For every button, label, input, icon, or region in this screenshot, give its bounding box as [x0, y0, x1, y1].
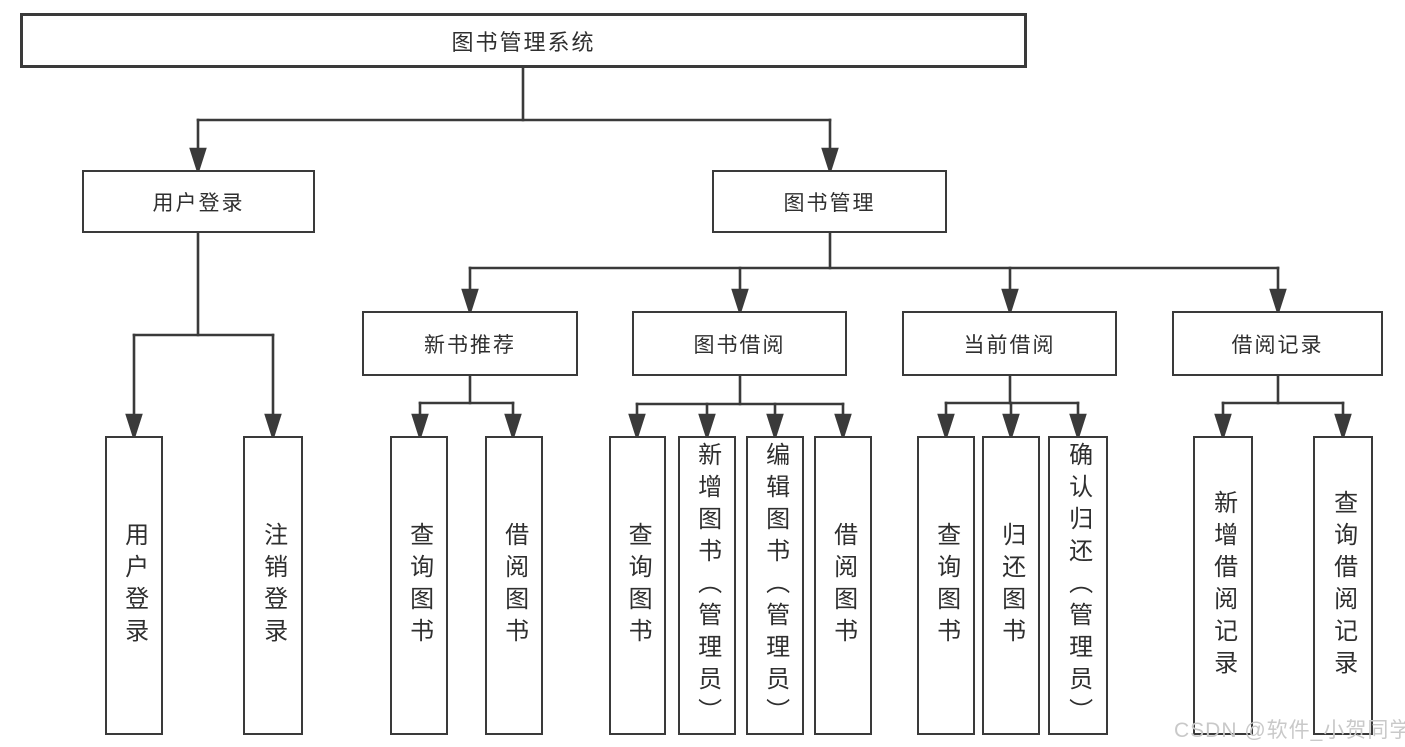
node-label: 编辑图书（管理员） [761, 441, 789, 730]
node-label: 图书借阅 [693, 333, 786, 357]
leaf-query-borrow-record: 查询借阅记录 [1313, 436, 1373, 735]
edge-root-to-level2 [189, 66, 839, 176]
node-label: 新增借阅记录 [1209, 489, 1237, 682]
leaf-query-books-recommend: 查询图书 [390, 436, 448, 735]
edge-bookmgmt-to-level3 [461, 231, 1287, 317]
node-label: 查询图书 [932, 521, 960, 650]
node-label: 新增图书（管理员） [693, 441, 721, 730]
node-label: 查询借阅记录 [1329, 489, 1357, 682]
leaf-confirm-return-admin: 确认归还（管理员） [1048, 436, 1108, 735]
leaf-add-borrow-record: 新增借阅记录 [1193, 436, 1253, 735]
node-label: 查询图书 [624, 521, 652, 650]
node-label: 用户登录 [152, 191, 245, 215]
node-label: 图书管理系统 [451, 29, 596, 55]
node-book-management: 图书管理 [712, 170, 947, 233]
node-label: 注销登录 [259, 521, 287, 650]
node-label: 当前借阅 [963, 333, 1056, 357]
node-new-book-recommend: 新书推荐 [362, 311, 578, 376]
edge-current-to-leaves [937, 374, 1087, 442]
edge-borrow-to-leaves [628, 374, 852, 442]
node-label: 归还图书 [997, 521, 1025, 650]
node-label: 确认归还（管理员） [1064, 441, 1092, 730]
edge-newbooks-to-leaves [411, 374, 522, 442]
node-label: 借阅图书 [829, 521, 857, 650]
node-label: 图书管理 [783, 191, 876, 215]
leaf-return-books: 归还图书 [982, 436, 1040, 735]
csdn-watermark: CSDN @软件_小贺同学 [1174, 719, 1405, 742]
leaf-logout: 注销登录 [243, 436, 303, 735]
node-label: 用户登录 [120, 521, 148, 650]
edge-records-to-leaves [1214, 374, 1352, 442]
node-borrow-records: 借阅记录 [1172, 311, 1383, 376]
leaf-query-books-current: 查询图书 [917, 436, 975, 735]
leaf-user-login: 用户登录 [105, 436, 163, 735]
node-label: 查询图书 [405, 521, 433, 650]
node-label: 新书推荐 [424, 333, 516, 357]
leaf-edit-books-admin: 编辑图书（管理员） [746, 436, 804, 735]
edge-userlogin-to-leaves [125, 231, 282, 442]
node-book-borrow: 图书借阅 [632, 311, 847, 376]
node-current-borrow: 当前借阅 [902, 311, 1117, 376]
node-user-login: 用户登录 [82, 170, 315, 233]
leaf-query-books-borrow: 查询图书 [609, 436, 666, 735]
leaf-borrow-books-recommend: 借阅图书 [485, 436, 543, 735]
node-label: 借阅记录 [1231, 333, 1324, 357]
leaf-borrow-books: 借阅图书 [814, 436, 872, 735]
node-label: 借阅图书 [500, 521, 528, 650]
leaf-add-books-admin: 新增图书（管理员） [678, 436, 736, 735]
node-library-management-system: 图书管理系统 [20, 13, 1027, 68]
